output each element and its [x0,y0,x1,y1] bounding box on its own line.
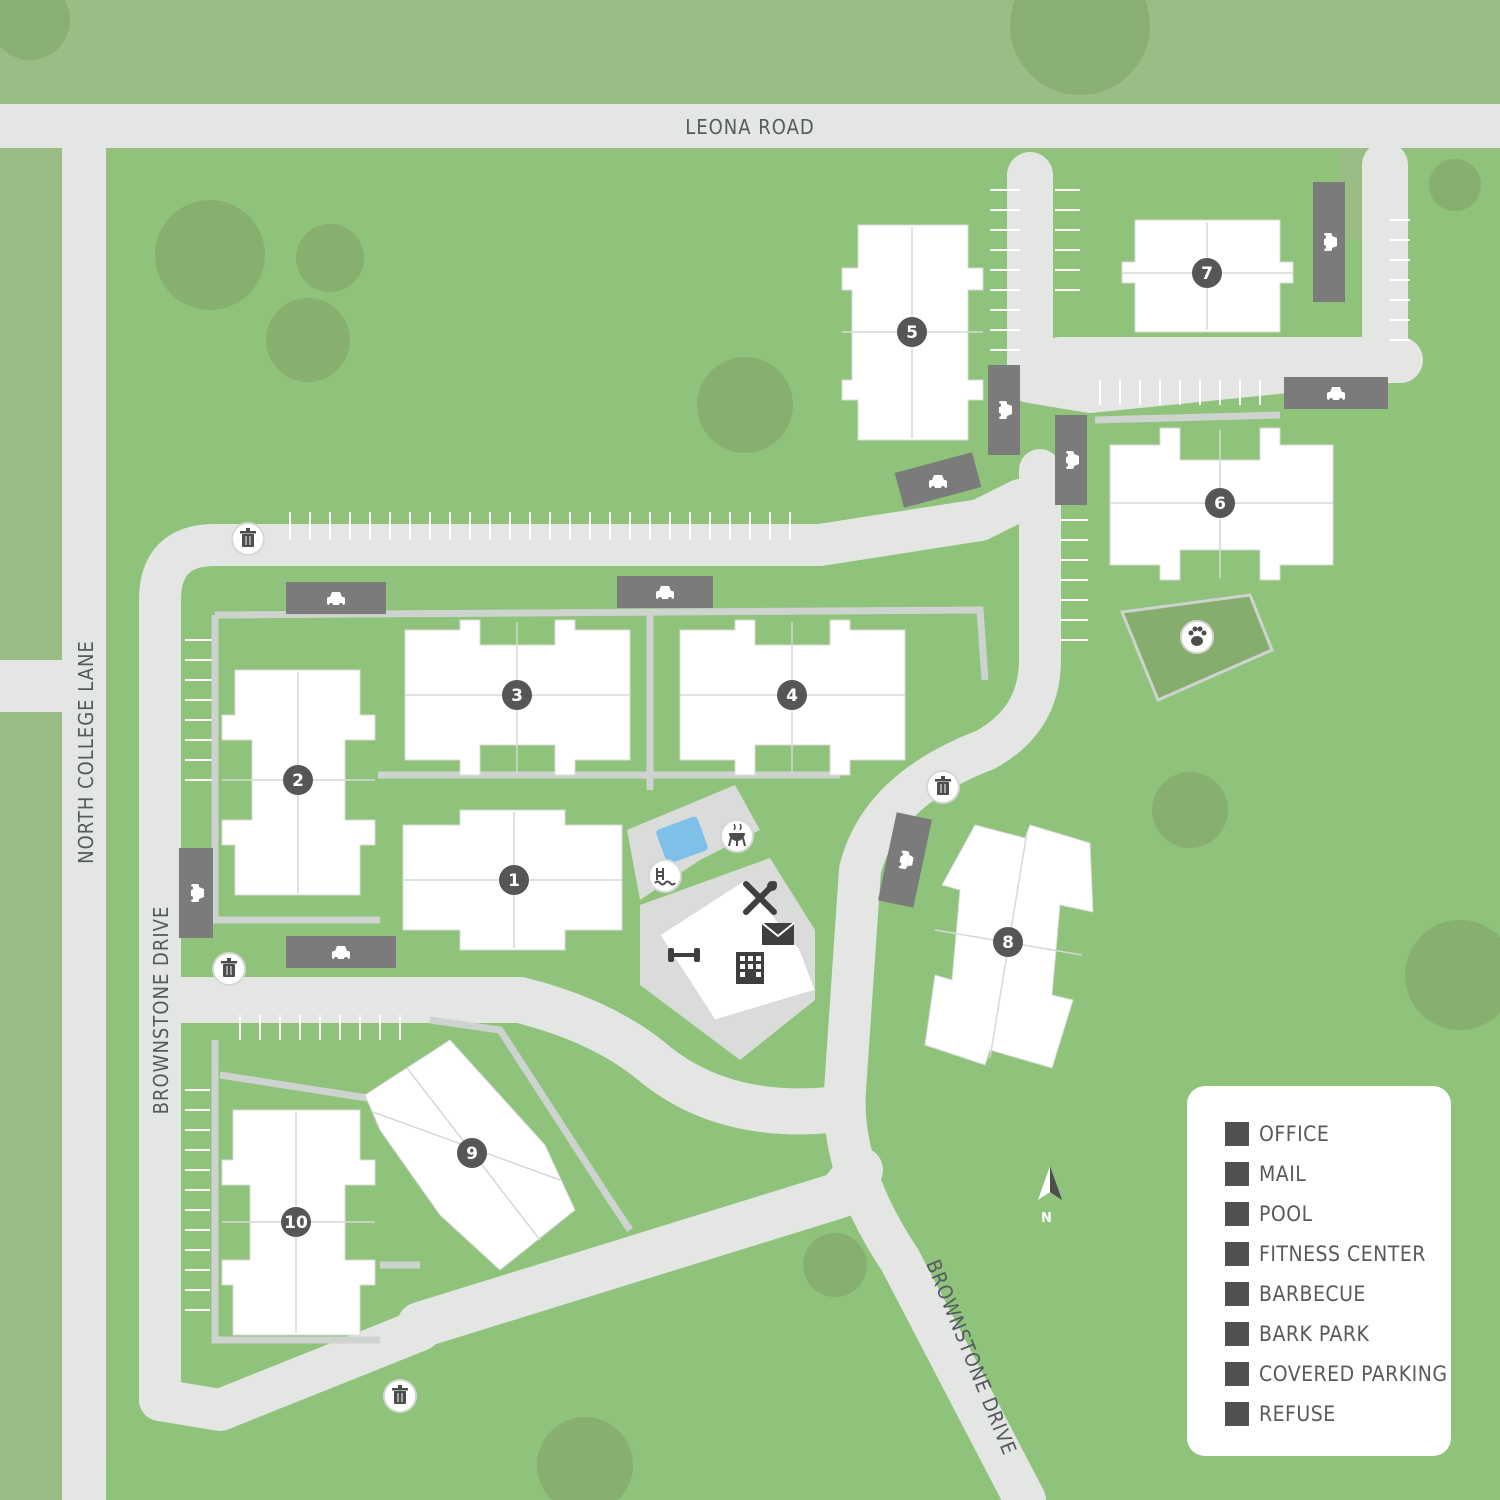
compass-label: N [1041,1211,1052,1226]
legend-swatch [1225,1322,1249,1346]
building-labels: 1 2 3 4 5 6 7 8 9 10 [281,258,1235,1237]
pool [656,816,708,864]
legend-label: FITNESS CENTER [1259,1242,1426,1266]
legend-item-fitness-center: FITNESS CENTER [1225,1240,1426,1268]
legend-item-pool: POOL [1225,1200,1313,1228]
street-label-brownstone-drive-west: BROWNSTONE DRIVE [149,906,173,1115]
wrench-icon [743,881,777,915]
fitness-icon [668,948,700,962]
street-label-north-college-lane: NORTH COLLEGE LANE [74,640,98,864]
legend-label: OFFICE [1259,1122,1330,1146]
legend-swatch [1225,1202,1249,1226]
legend-label: MAIL [1259,1162,1307,1186]
building-number: 2 [292,771,304,791]
building-number: 8 [1002,933,1014,953]
legend-swatch [1225,1402,1249,1426]
pool-icon [648,859,682,893]
legend-swatch [1225,1162,1249,1186]
legend-swatch [1225,1362,1249,1386]
legend-label: BARK PARK [1259,1322,1370,1346]
office-icon [736,952,764,984]
parking-stalls [185,189,1410,1311]
barbecue-icon [720,819,754,853]
legend-label: COVERED PARKING [1259,1362,1448,1386]
legend-item-refuse: REFUSE [1225,1400,1336,1428]
building-number: 4 [786,686,798,706]
legend-label: BARBECUE [1259,1282,1366,1306]
legend-swatch [1225,1242,1249,1266]
building-number: 3 [511,686,523,706]
legend-label: REFUSE [1259,1402,1336,1426]
building-number: 9 [466,1144,478,1164]
covered-parking [179,182,1388,968]
legend-item-barbecue: BARBECUE [1225,1280,1366,1308]
building-number: 6 [1214,494,1226,514]
building-number: 1 [508,871,520,891]
legend-swatch [1225,1282,1249,1306]
mail-icon [761,922,795,945]
building-number: 7 [1201,264,1213,284]
compass-icon [1038,1166,1062,1200]
legend-item-office: OFFICE [1225,1120,1329,1148]
legend-label: POOL [1259,1202,1313,1226]
legend-swatch [1225,1122,1249,1146]
legend: OFFICE MAIL POOL FITNESS CENTER BARBECUE… [1187,1086,1451,1456]
building-number: 10 [284,1213,308,1233]
office-building[interactable] [659,879,816,1021]
paw-icon [1180,620,1214,654]
street-label-leona-road: LEONA ROAD [685,115,815,139]
legend-item-covered-parking: COVERED PARKING [1225,1360,1447,1388]
building-number: 5 [906,323,918,343]
legend-item-mail: MAIL [1225,1160,1306,1188]
legend-item-bark-park: BARK PARK [1225,1320,1369,1348]
